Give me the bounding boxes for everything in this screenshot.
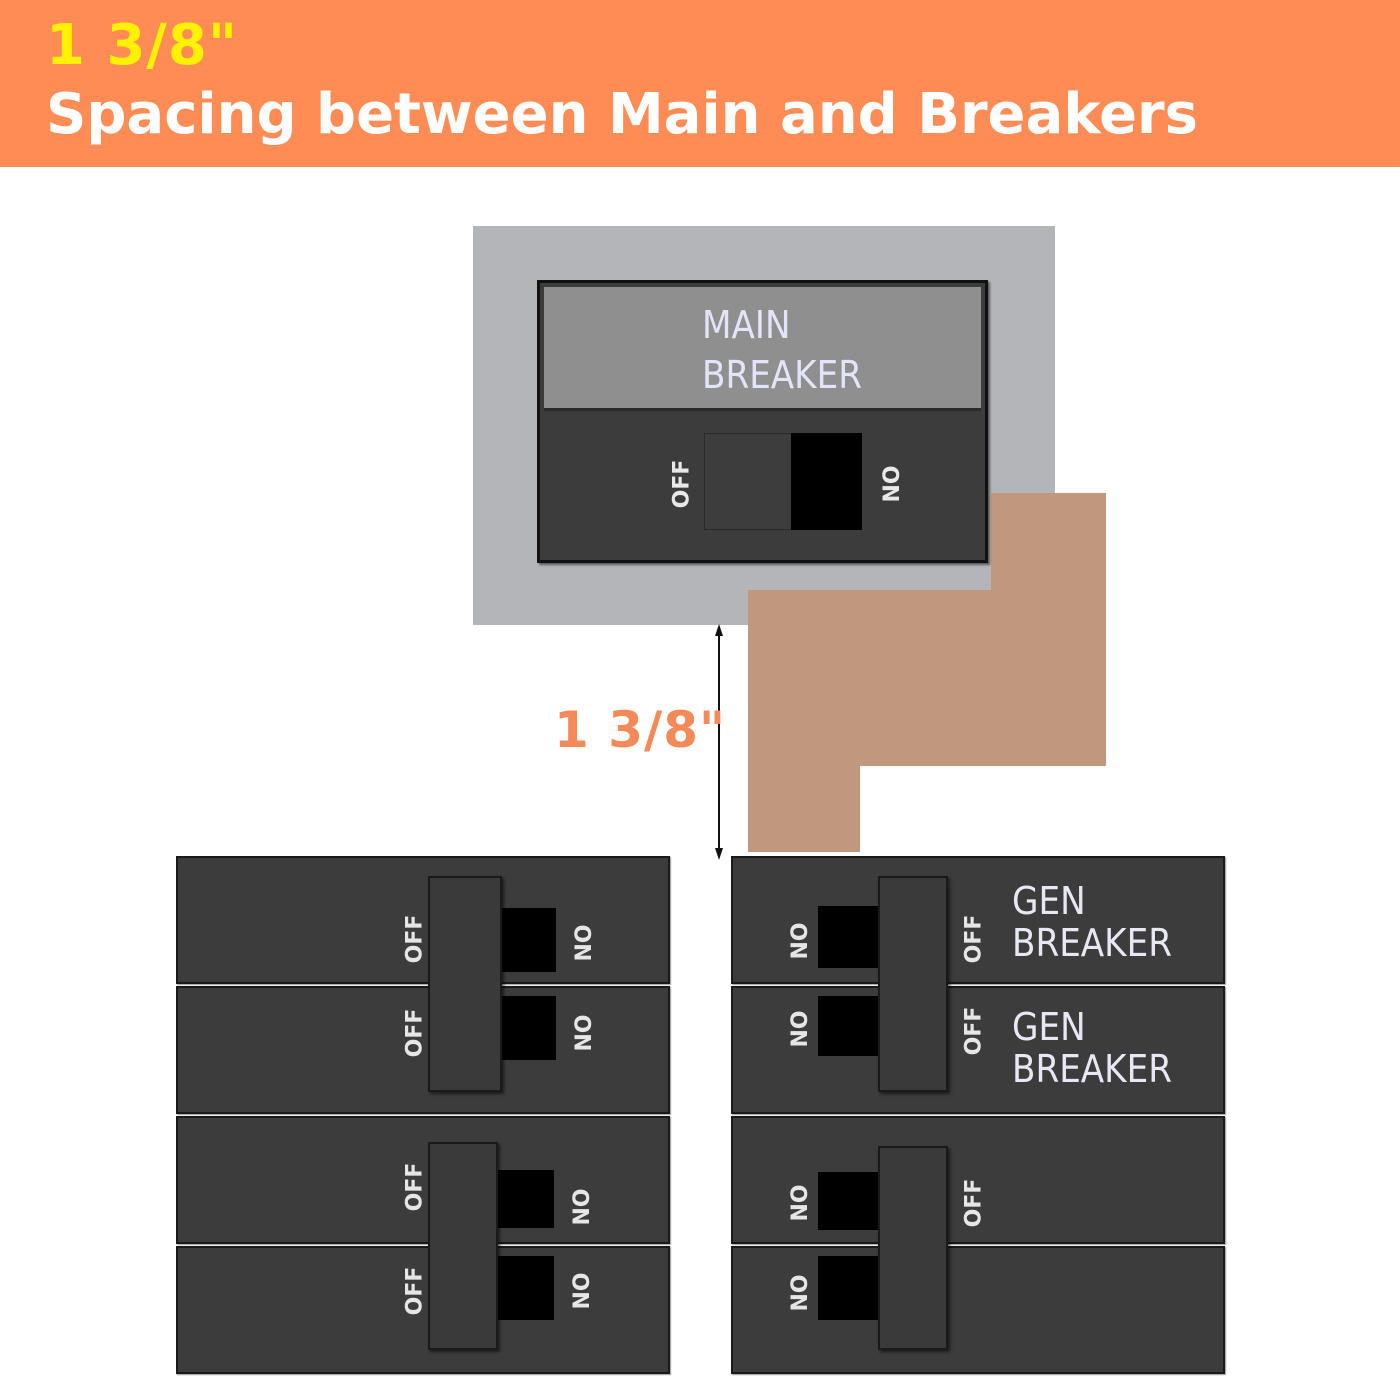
dimension-arrow [715,624,723,860]
breaker-right-2 [731,986,1225,1114]
breaker-left-top-pair-handle[interactable] [428,876,502,1092]
on-label: ON [568,924,594,962]
breaker-right-2-slot [818,996,880,1056]
breaker-right-4 [731,1246,1225,1374]
breaker-left-4-slot [496,1256,554,1320]
main-on-label: ON [876,465,902,503]
off-label: OFF [961,1006,987,1056]
main-breaker-toggle[interactable] [704,433,792,530]
main-breaker-label-line1: MAIN [702,303,791,347]
on-label: ON [784,1274,810,1312]
gen-breaker-2-line2: BREAKER [1012,1047,1172,1091]
header-title: Spacing between Main and Breakers [46,82,1198,147]
breaker-left-3-slot [496,1170,554,1228]
breaker-right-3 [731,1116,1225,1244]
off-label: OFF [402,914,428,964]
off-label: OFF [961,914,987,964]
copper-bus-bar-lower [748,590,1106,766]
off-label: OFF [402,1162,428,1212]
breaker-left-bottom-pair-handle[interactable] [428,1142,498,1350]
main-breaker-label-line2: BREAKER [702,353,862,397]
on-label: ON [784,922,810,960]
on-label: ON [566,1188,592,1226]
breaker-left-2-slot [500,996,556,1060]
gen-breaker-1-line1: GEN [1012,879,1086,923]
breaker-right-4-slot [818,1256,880,1320]
off-label: OFF [402,1266,428,1316]
off-label: OFF [961,1178,987,1228]
copper-bus-bar-leg [748,766,860,852]
on-label: ON [784,1184,810,1222]
breaker-right-1 [731,856,1225,984]
breaker-left-2 [176,986,670,1114]
on-label: ON [566,1272,592,1310]
breaker-left-1-slot [500,908,556,972]
breaker-left-4 [176,1246,670,1374]
gen-breaker-2-line1: GEN [1012,1005,1086,1049]
breaker-right-bottom-pair-handle[interactable] [878,1146,948,1350]
dimension-label: 1 3/8" [554,701,727,759]
main-breaker: MAIN BREAKER OFF ON [537,280,988,563]
main-breaker-toggle-slot [791,433,862,530]
main-breaker-label-panel: MAIN BREAKER [544,287,981,411]
breaker-right-3-slot [818,1172,880,1230]
off-label: OFF [402,1008,428,1058]
on-label: ON [784,1010,810,1048]
gen-breaker-pair-handle[interactable] [878,876,948,1092]
breaker-right-1-slot [818,906,880,968]
breaker-left-1 [176,856,670,984]
on-label: ON [568,1014,594,1052]
main-off-label: OFF [669,459,695,509]
gen-breaker-1-line2: BREAKER [1012,921,1172,965]
header-measurement: 1 3/8" [46,13,239,78]
breaker-left-3 [176,1116,670,1244]
header-banner: 1 3/8" Spacing between Main and Breakers [0,0,1400,167]
